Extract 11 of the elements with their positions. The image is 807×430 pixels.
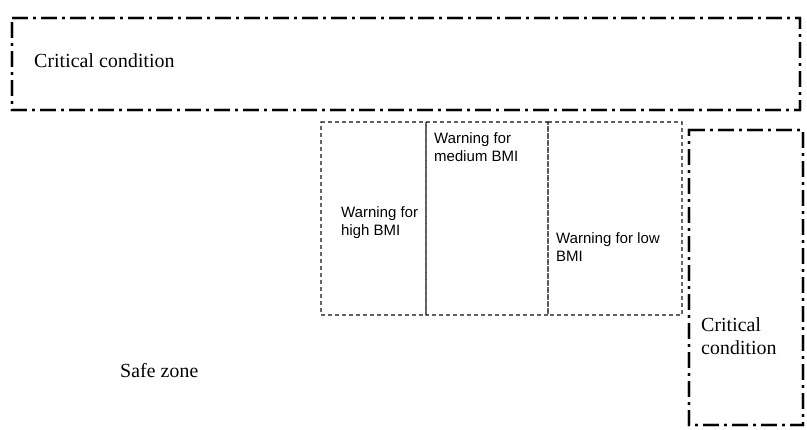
zone-label: Critical condition — [701, 314, 778, 360]
zone-label: Safe zone — [120, 360, 198, 383]
zone-box — [426, 122, 548, 315]
zone-box — [548, 122, 682, 315]
zone-label: Warning for high BMI — [341, 204, 419, 240]
zone-label: Critical condition — [34, 50, 176, 73]
zone-box — [689, 130, 803, 425]
zone-label: Warning for low BMI — [556, 230, 661, 266]
zone-box — [12, 18, 800, 110]
zone-label: Warning for medium BMI — [434, 130, 520, 166]
zone-box — [321, 122, 426, 315]
